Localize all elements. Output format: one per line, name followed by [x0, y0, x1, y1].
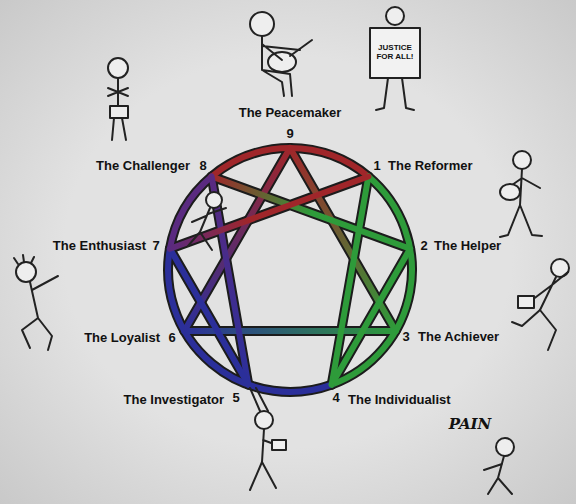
point-number: 8 — [199, 159, 206, 174]
type-name: The Achiever — [418, 330, 499, 345]
point-number: 5 — [232, 391, 239, 406]
investigator-figure — [250, 388, 286, 490]
individualist-figure — [484, 438, 514, 494]
drawn-word: PAIN — [449, 416, 492, 433]
type-name: The Individualist — [348, 393, 451, 408]
enneagram-lines-colour — [168, 148, 412, 392]
reformer-figure — [370, 7, 420, 110]
type-name: The Enthusiast — [53, 239, 146, 254]
point-number: 1 — [373, 159, 380, 174]
point-number: 3 — [402, 330, 409, 345]
type-name: The Investigator — [124, 393, 224, 408]
point-number: 9 — [286, 127, 293, 142]
challenger-figure — [108, 58, 128, 140]
type-name: The Loyalist — [84, 331, 160, 346]
sign-text: JUSTICE FOR ALL! — [373, 44, 417, 62]
type-name: The Peacemaker — [239, 106, 342, 121]
peacemaker-figure — [250, 12, 312, 96]
type-name: The Reformer — [388, 159, 473, 174]
enthusiast-figure — [188, 192, 226, 250]
point-number: 2 — [420, 239, 427, 254]
point-number: 7 — [152, 239, 159, 254]
type-name: The Helper — [434, 239, 501, 254]
loyalist-figure — [14, 255, 58, 350]
point-number: 4 — [332, 391, 339, 406]
achiever-figure — [512, 259, 569, 350]
type-name: The Challenger — [96, 159, 190, 174]
helper-figure — [500, 151, 542, 237]
enneagram-lines-outline — [168, 148, 412, 392]
point-number: 6 — [168, 331, 175, 346]
